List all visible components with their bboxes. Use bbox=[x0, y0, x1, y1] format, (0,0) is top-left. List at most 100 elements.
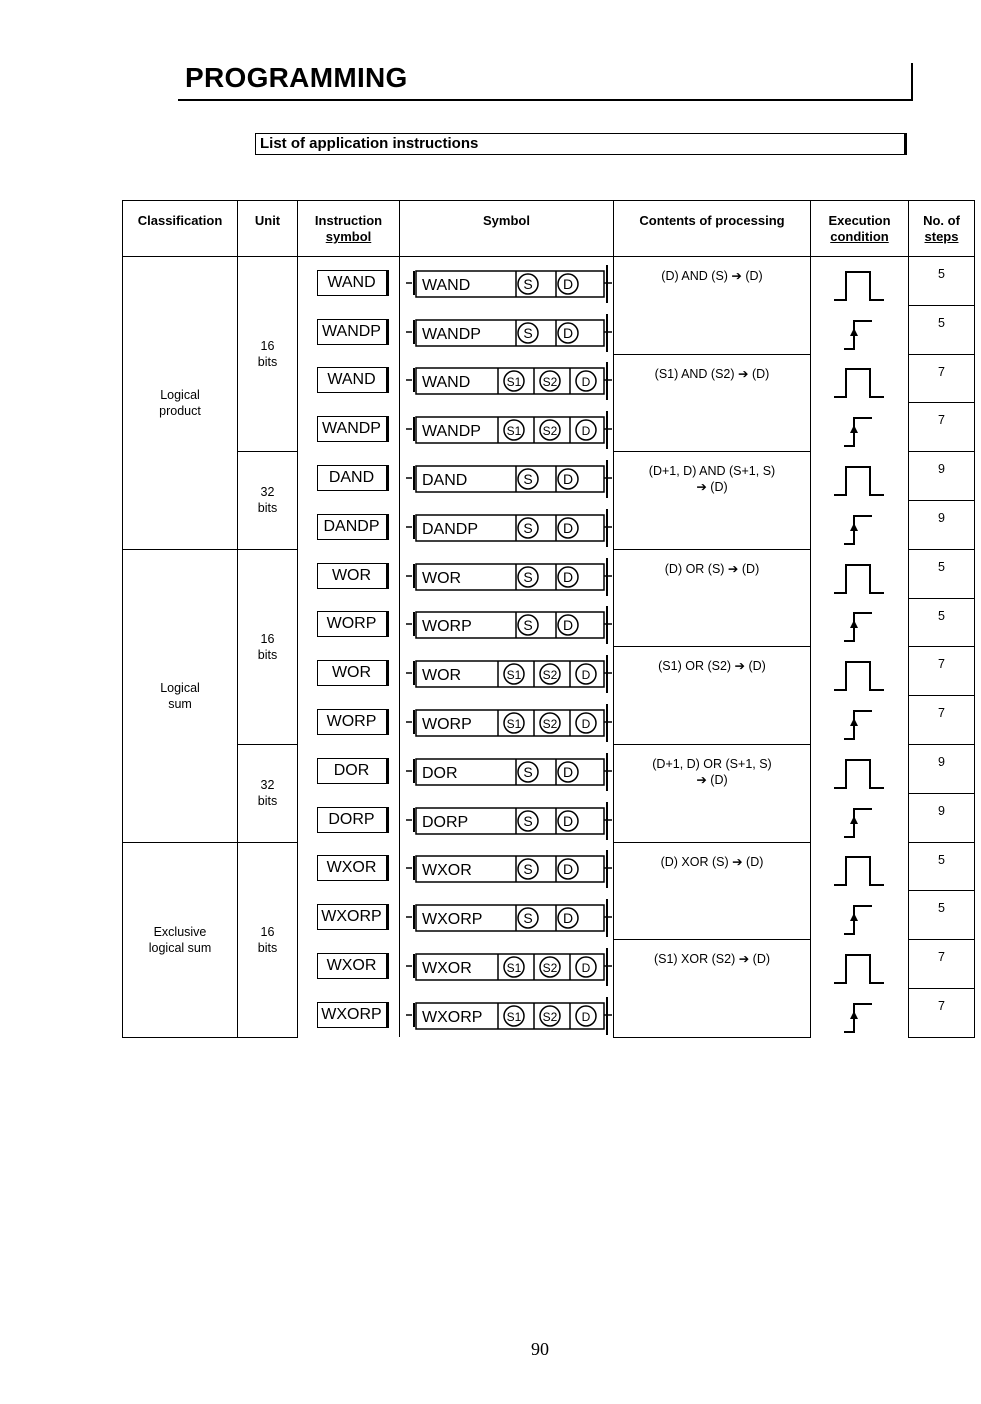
continuous-pulse-icon bbox=[833, 271, 884, 302]
steps-cell: 9 bbox=[908, 499, 975, 550]
rising-edge-icon bbox=[843, 807, 872, 838]
contents-cell: (S1) OR (S2) ➔ (D) bbox=[613, 646, 811, 745]
instruction-symbol-cell: WXOR bbox=[297, 939, 400, 989]
instruction-symbol-cell: DANDP bbox=[297, 500, 400, 550]
instruction-symbol: WXORP bbox=[316, 904, 389, 931]
execution-condition-cell bbox=[810, 939, 909, 989]
operand-d: D bbox=[582, 375, 591, 389]
instruction-symbol: WXORP bbox=[316, 1001, 389, 1028]
operand-s: S bbox=[523, 520, 532, 536]
execution-condition-cell bbox=[810, 890, 909, 940]
ladder-instruction-label: DOR bbox=[422, 765, 458, 782]
operand-s1: S1 bbox=[507, 1010, 522, 1024]
instruction-symbol: DORP bbox=[316, 806, 389, 833]
steps-cell: 7 bbox=[908, 646, 975, 697]
contents-of-processing: (S1) AND (S2) ➔ (D) bbox=[654, 366, 770, 381]
instruction-symbol: WORP bbox=[316, 611, 389, 638]
contents-cell: (D) XOR (S) ➔ (D) bbox=[613, 841, 811, 941]
steps-cell: 5 bbox=[908, 548, 975, 599]
ladder-instruction-label: WOR bbox=[422, 667, 461, 684]
ladder-instruction-label: WANDP bbox=[422, 423, 481, 440]
instruction-symbol: DAND bbox=[316, 465, 389, 492]
col-header-unit: Unit bbox=[237, 200, 298, 257]
operand-s: S bbox=[523, 617, 532, 633]
rising-edge-icon bbox=[843, 612, 872, 643]
operand-d: D bbox=[582, 717, 591, 731]
operand-d: D bbox=[563, 813, 573, 829]
ladder-instruction-label: WXOR bbox=[422, 960, 472, 977]
ladder-instruction-label: WXORP bbox=[422, 911, 482, 928]
operand-d: D bbox=[563, 910, 573, 926]
contents-of-processing: (D+1, D) AND (S+1, S)➔ (D) bbox=[648, 464, 776, 495]
steps-cell: 5 bbox=[908, 304, 975, 355]
steps-cell: 9 bbox=[908, 792, 975, 843]
execution-condition-cell bbox=[810, 354, 909, 403]
contents-of-processing: (S1) OR (S2) ➔ (D) bbox=[658, 659, 766, 674]
operand-s1: S1 bbox=[507, 375, 522, 389]
ladder-instruction-label: DAND bbox=[422, 472, 467, 489]
execution-condition-cell bbox=[810, 256, 909, 306]
contents-of-processing: (D+1, D) OR (S+1, S)➔ (D) bbox=[652, 756, 772, 787]
col-header-contents: Contents of processing bbox=[613, 200, 811, 257]
operand-s: S bbox=[523, 471, 532, 487]
instruction-symbol: WANDP bbox=[316, 416, 389, 443]
operand-d: D bbox=[563, 520, 573, 536]
instruction-symbol: WXOR bbox=[316, 953, 389, 980]
steps-cell: 9 bbox=[908, 743, 975, 794]
ladder-instruction-label: WOR bbox=[422, 570, 461, 587]
execution-condition-cell bbox=[810, 402, 909, 452]
contents-of-processing: (S1) XOR (S2) ➔ (D) bbox=[653, 952, 771, 967]
instruction-symbol: WAND bbox=[316, 367, 389, 394]
page-title: PROGRAMMING bbox=[185, 62, 408, 93]
steps-cell: 7 bbox=[908, 939, 975, 989]
instruction-symbol: DANDP bbox=[316, 513, 389, 540]
instruction-symbol-cell: WXORP bbox=[297, 890, 400, 940]
ladder-instruction-label: WAND bbox=[422, 277, 470, 294]
ladder-instruction-label: WAND bbox=[422, 374, 470, 391]
contents-cell: (D+1, D) AND (S+1, S)➔ (D) bbox=[613, 451, 811, 550]
operand-s: S bbox=[523, 861, 532, 877]
operand-d: D bbox=[582, 1010, 591, 1024]
rising-edge-icon bbox=[843, 514, 872, 545]
contents-of-processing: (D) AND (S) ➔ (D) bbox=[661, 269, 763, 283]
continuous-pulse-icon bbox=[833, 661, 884, 692]
instruction-symbol: WAND bbox=[316, 270, 389, 297]
contents-cell: (S1) XOR (S2) ➔ (D) bbox=[613, 939, 811, 1038]
col-header-classification: Classification bbox=[122, 200, 238, 257]
execution-condition-cell bbox=[810, 305, 909, 355]
rising-edge-icon bbox=[843, 905, 872, 936]
contents-cell: (D+1, D) OR (S+1, S)➔ (D) bbox=[613, 743, 811, 843]
instruction-symbol-cell: WOR bbox=[297, 549, 400, 599]
